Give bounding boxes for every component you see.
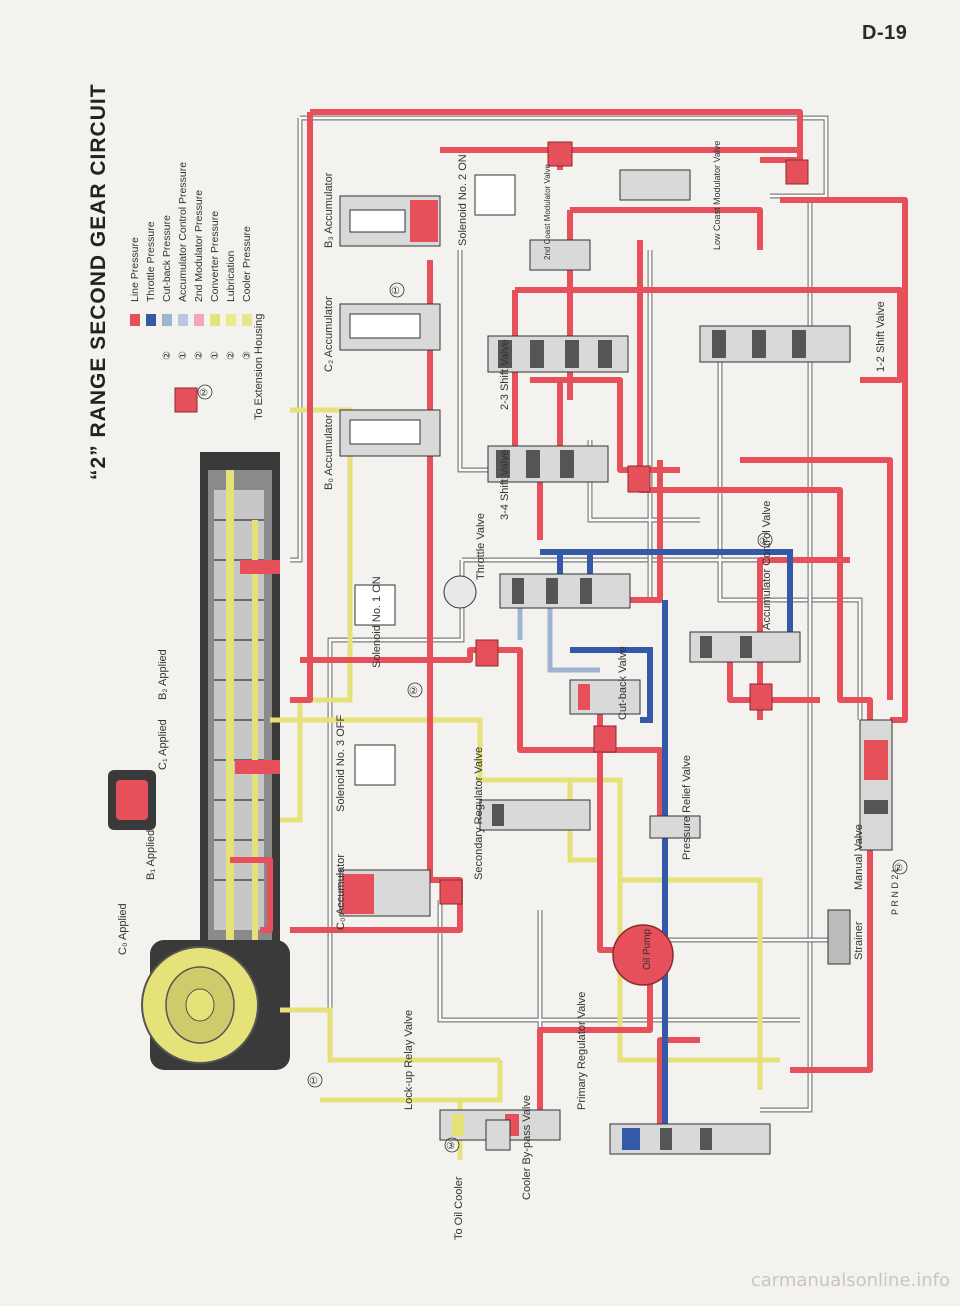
legend-item-converter: Converter Pressure bbox=[209, 211, 221, 302]
markers: ① ② ① ② ① ③ ② P R N D 2 L bbox=[197, 282, 908, 1153]
marker-2-extension: ② bbox=[199, 388, 208, 399]
valves bbox=[174, 141, 893, 1155]
legend-num-cooler: ③ bbox=[242, 351, 253, 360]
legend-item-cutback: Cut-back Pressure bbox=[161, 215, 173, 302]
marker-1-accumulator: ① bbox=[759, 536, 768, 547]
label-c0-applied: C₀ Applied bbox=[117, 903, 129, 955]
label-3-4-shift-valve: 3-4 Shift Valve bbox=[499, 449, 511, 520]
legend-swatch bbox=[162, 314, 172, 326]
legend-item-lubrication: Lubrication bbox=[225, 250, 237, 302]
label-lockup-relay: Lock-up Relay Valve bbox=[403, 1010, 415, 1110]
label-b3-accumulator: B₃ Accumulator bbox=[323, 172, 335, 248]
legend-swatch bbox=[130, 314, 140, 326]
label-to-extension-housing: To Extension Housing bbox=[253, 314, 265, 420]
label-pressure-relief: Pressure Relief Valve bbox=[681, 755, 693, 860]
label-manual-valve: Manual Valve bbox=[853, 824, 865, 890]
marker-2-manual: ② bbox=[894, 863, 903, 874]
legend-swatch bbox=[242, 314, 252, 326]
label-c0-accumulator: C₀ Accumulator bbox=[335, 854, 347, 930]
legend-swatch bbox=[226, 314, 236, 326]
marker-1-converter: ① bbox=[309, 1076, 318, 1087]
legend-num-2nd-modulator: ② bbox=[194, 351, 205, 360]
legend-num-accumulator-control: ① bbox=[178, 351, 189, 360]
marker-1-solenoid: ① bbox=[391, 286, 400, 297]
page-number: D-19 bbox=[862, 22, 908, 44]
legend-num-lubrication: ② bbox=[226, 351, 237, 360]
legend-swatch bbox=[194, 314, 204, 326]
marker-3-cooler: ③ bbox=[446, 1141, 455, 1152]
legend-item-2nd-modulator: 2nd Modulator Pressure bbox=[193, 190, 205, 302]
label-cooler-bypass: Cooler By-pass Valve bbox=[521, 1095, 533, 1200]
label-throttle-valve: Throttle Valve bbox=[475, 513, 487, 580]
label-cutback-valve: Cut-back Valve bbox=[617, 646, 629, 720]
label-accumulator-control-valve: Accumulator Control Valve bbox=[761, 501, 773, 630]
label-b1-applied: B₁ Applied bbox=[145, 830, 157, 880]
legend-num-converter: ① bbox=[210, 351, 221, 360]
label-low-coast-modulator: Low Coast Modulator Valve bbox=[712, 141, 722, 250]
label-1-2-shift-valve: 1-2 Shift Valve bbox=[875, 301, 887, 372]
legend: Line Pressure Throttle Pressure Cut-back… bbox=[129, 162, 253, 360]
diagram-title: “2” RANGE SECOND GEAR CIRCUIT bbox=[87, 83, 110, 480]
label-2nd-coast-modulator: 2nd Coast Modulator Valve bbox=[543, 164, 552, 260]
label-solenoid-1: Solenoid No. 1 ON bbox=[371, 576, 383, 668]
manual-positions: P R N D 2 L bbox=[890, 867, 900, 915]
legend-swatch bbox=[178, 314, 188, 326]
label-primary-regulator: Primary Regulator Valve bbox=[576, 992, 588, 1110]
component-labels: B₃ Accumulator C₂ Accumulator B₀ Accumul… bbox=[117, 141, 887, 1240]
watermark: carmanualsonline.info bbox=[750, 1270, 950, 1291]
label-c1-applied: C₁ Applied bbox=[157, 719, 169, 770]
legend-item-cooler: Cooler Pressure bbox=[241, 226, 253, 302]
legend-item-accumulator-control: Accumulator Control Pressure bbox=[177, 162, 189, 302]
legend-item-throttle: Throttle Pressure bbox=[145, 221, 157, 302]
label-secondary-regulator: Secondary Regulator Valve bbox=[473, 747, 485, 880]
label-strainer: Strainer bbox=[853, 921, 865, 960]
marker-2-solenoid: ② bbox=[409, 686, 418, 697]
label-b0-accumulator: B₀ Accumulator bbox=[323, 414, 335, 490]
transmission-cross-section bbox=[108, 452, 290, 1070]
label-2-3-shift-valve: 2-3 Shift Valve bbox=[499, 339, 511, 410]
label-b2-applied: B₂ Applied bbox=[157, 649, 169, 700]
legend-item-line: Line Pressure bbox=[129, 237, 141, 302]
label-c2-accumulator: C₂ Accumulator bbox=[323, 296, 335, 372]
legend-swatch bbox=[210, 314, 220, 326]
label-oil-pump: Oil Pump bbox=[642, 928, 653, 970]
label-solenoid-2: Solenoid No. 2 ON bbox=[457, 154, 469, 246]
legend-num-cutback: ② bbox=[162, 351, 173, 360]
label-solenoid-3: Solenoid No. 3 OFF bbox=[335, 715, 347, 812]
legend-swatch bbox=[146, 314, 156, 326]
label-to-oil-cooler: To Oil Cooler bbox=[453, 1176, 465, 1240]
